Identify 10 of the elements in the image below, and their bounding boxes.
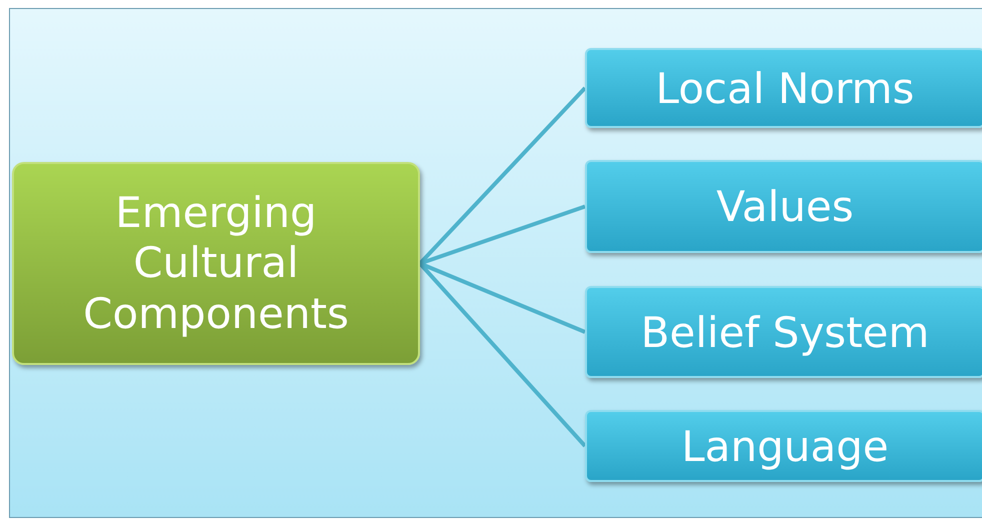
topic-box: [12, 162, 420, 365]
box-label: Emerging Cultural Components: [82, 188, 350, 340]
component-box: [585, 48, 982, 128]
component-box: [585, 160, 982, 253]
box-label: Language: [680, 422, 890, 470]
box-label: Local Norms: [654, 64, 916, 112]
box-label: Values: [715, 182, 855, 231]
box-label: Belief System: [640, 308, 930, 356]
component-box: [585, 286, 982, 378]
component-box: [585, 410, 982, 482]
